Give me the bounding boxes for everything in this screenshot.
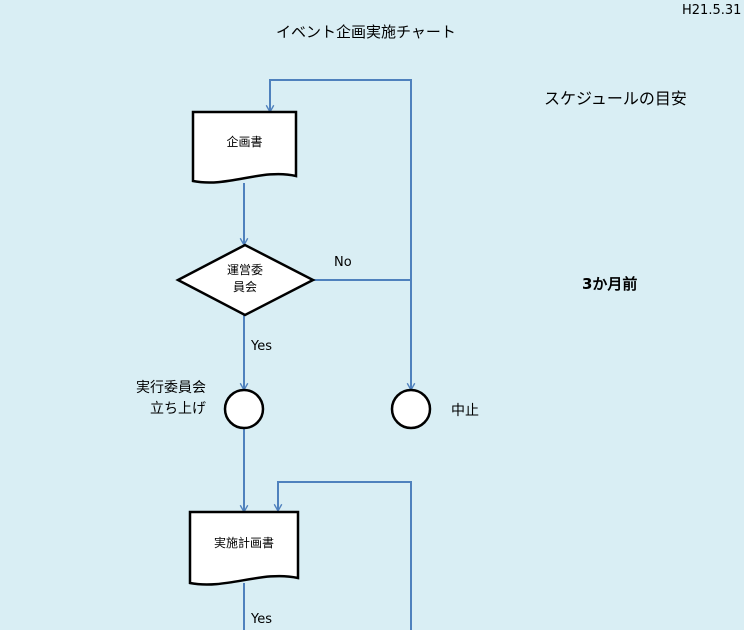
committee-decision-line-1: 運営委: [226, 263, 263, 277]
schedule-heading: スケジュールの目安: [544, 89, 687, 108]
date-label: H21.5.31: [682, 3, 742, 18]
plan-document-shape[interactable]: [191, 110, 298, 184]
exec-plan-document-shape[interactable]: [188, 510, 300, 586]
committee-decision-shape[interactable]: [175, 243, 316, 317]
exec-launch-line-2: 立ち上げ: [150, 401, 206, 417]
loop-back-connector-2: [273, 481, 412, 630]
exec-launch-label: 実行委員会 立ち上げ: [100, 378, 206, 420]
connectors: [239, 79, 416, 630]
connector-no-to-cancel: [313, 279, 416, 392]
cancel-label: 中止: [451, 403, 479, 419]
page-title: イベント企画実施チャート: [276, 23, 456, 41]
launch-connector-circle[interactable]: [223, 388, 265, 430]
edge-label-yes-2: Yes: [251, 612, 272, 627]
milestone-three-months: 3か月前: [582, 275, 638, 293]
cancel-connector-circle[interactable]: [390, 388, 432, 430]
edge-label-no: No: [334, 255, 352, 270]
loop-back-connector-1: [265, 79, 412, 280]
plan-document-label: 企画書: [226, 135, 263, 149]
exec-plan-document-label: 実施計画書: [213, 536, 274, 550]
exec-launch-line-1: 実行委員会: [136, 380, 206, 396]
edge-label-yes-1: Yes: [251, 339, 272, 354]
committee-decision-label: 運営委 員会: [210, 262, 280, 296]
committee-decision-line-2: 員会: [232, 280, 257, 294]
